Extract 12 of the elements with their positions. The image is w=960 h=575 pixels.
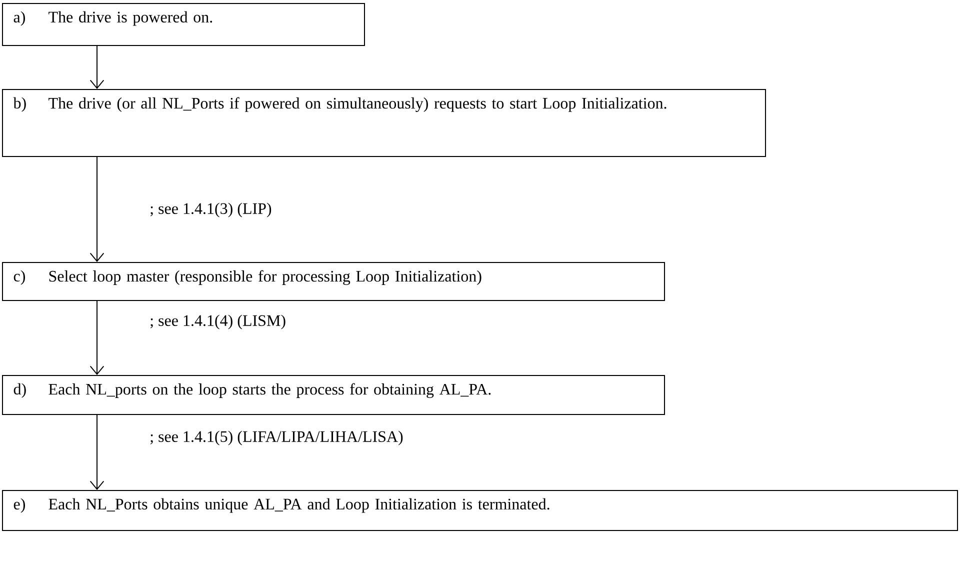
arrow bbox=[90, 414, 104, 490]
edge-label: ; see 1.4.1(3) (LIP) bbox=[150, 202, 272, 218]
process-box: a) The drive is powered on. bbox=[2, 3, 365, 46]
arrow bbox=[90, 300, 104, 375]
process-box: c) Select loop master (responsible for processing Loop Initialization) bbox=[2, 262, 665, 301]
edge-label: ; see 1.4.1(4) (LISM) bbox=[150, 314, 286, 330]
process-box: e) Each NL_Ports obtains unique AL_PA and Loop Initialization is terminated. bbox=[2, 490, 958, 531]
edge-label: ; see 1.4.1(5) (LIFA/LIPA/LIHA/LISA) bbox=[150, 430, 403, 446]
arrow bbox=[90, 46, 104, 89]
process-box: d) Each NL_ports on the loop starts the process for obtaining AL_PA. bbox=[2, 375, 665, 415]
process-box: b) The drive (or all NL_Ports if powered on simultaneously) requests to start Loop Initialization. bbox=[2, 89, 766, 157]
arrow bbox=[90, 156, 104, 262]
